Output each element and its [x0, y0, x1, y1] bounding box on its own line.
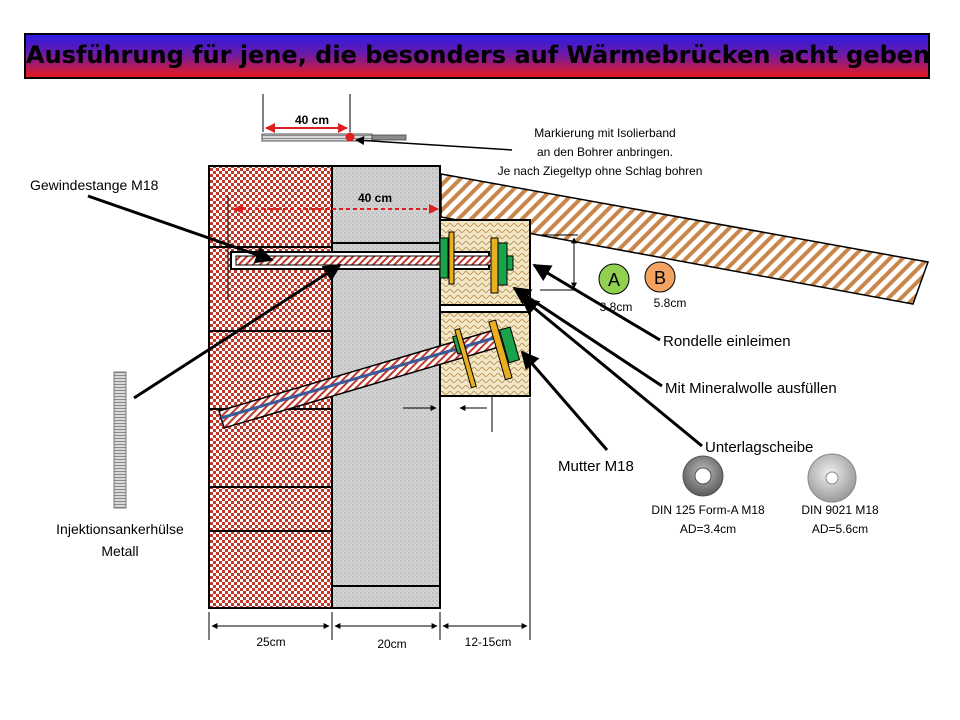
- washer-large-diameter: AD=5.6cm: [812, 522, 868, 536]
- bottom-dimensions: 25cm 20cm 12-15cm: [208, 398, 531, 651]
- threaded-rod-inclined: [218, 319, 521, 429]
- threaded-rod-label: Gewindestange M18: [30, 177, 159, 193]
- insulation-dimension: 20cm: [377, 637, 406, 651]
- marking-line-2: an den Bohrer anbringen.: [537, 145, 673, 159]
- hole-depth-label: 40 cm: [358, 191, 392, 205]
- nut-label: Mutter M18: [558, 458, 634, 475]
- brick-dimension: 25cm: [256, 635, 285, 649]
- roof-beam: [440, 173, 930, 305]
- washer-small-diameter: AD=3.4cm: [680, 522, 736, 536]
- marker-a-letter: A: [608, 270, 620, 290]
- washer-glue-label: Rondelle einleimen: [663, 333, 791, 350]
- hole-depth-dimension: 40 cm: [227, 191, 439, 300]
- page-title: Ausführung für jene, die besonders auf W…: [26, 41, 931, 69]
- washer-label: Unterlagscheibe: [705, 439, 813, 456]
- marking-line-1: Markierung mit Isolierband: [534, 126, 675, 140]
- extension-dimension: 12-15cm: [465, 635, 512, 649]
- marker-b-size: 5.8cm: [654, 296, 687, 310]
- threaded-rod-horizontal: [230, 231, 514, 294]
- detail-dimension-marks: [403, 234, 578, 432]
- washer-small: DIN 125 Form-A M18 AD=3.4cm: [651, 455, 765, 536]
- washer-large-spec: DIN 9021 M18: [801, 503, 879, 517]
- washer-small-spec: DIN 125 Form-A M18: [651, 503, 765, 517]
- anchor-sleeve: [113, 371, 127, 509]
- mineral-wool-label: Mit Mineralwolle ausfüllen: [665, 380, 837, 397]
- drill-dimension: 40 cm: [295, 113, 329, 127]
- anchor-sleeve-label-2: Metall: [101, 543, 138, 559]
- drill-bit: 40 cm: [261, 94, 407, 142]
- title-banner: Ausführung für jene, die besonders auf W…: [24, 33, 930, 79]
- anchor-sleeve-label-1: Injektionsankerhülse: [56, 521, 184, 537]
- marker-b: B 5.8cm: [644, 261, 687, 310]
- marking-line-3: Je nach Ziegeltyp ohne Schlag bohren: [498, 164, 703, 178]
- washer-large: DIN 9021 M18 AD=5.6cm: [801, 453, 879, 536]
- tape-marker: [345, 132, 355, 142]
- marker-b-letter: B: [654, 268, 666, 288]
- marking-annotation: Markierung mit Isolierband an den Bohrer…: [355, 126, 703, 178]
